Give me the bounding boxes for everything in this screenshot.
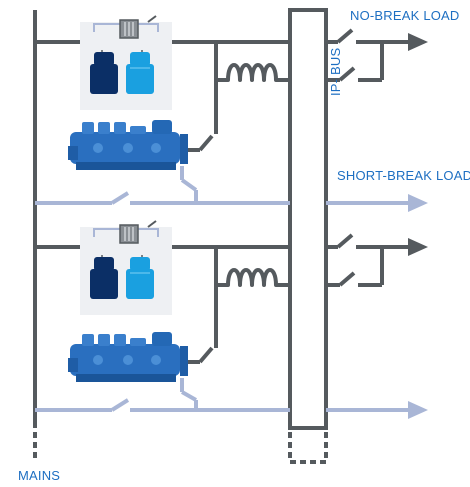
arrow-right-icon bbox=[408, 401, 428, 419]
arrow-right-icon bbox=[408, 33, 428, 51]
short-break-load-label: SHORT-BREAK LOAD bbox=[337, 168, 470, 183]
switch-icon bbox=[338, 271, 356, 287]
switch-icon bbox=[336, 28, 354, 44]
switch-icon bbox=[198, 134, 214, 152]
arrow-right-icon bbox=[408, 194, 428, 212]
ip-bus-label: IP- BUS bbox=[328, 47, 343, 96]
switch-icon bbox=[198, 346, 214, 364]
choke-inductor-icon bbox=[220, 63, 284, 82]
arrow-right-icon bbox=[408, 238, 428, 256]
flywheel-module-icon bbox=[79, 15, 173, 111]
no-break-load-label: NO-BREAK LOAD bbox=[350, 8, 460, 23]
switch-icon bbox=[336, 233, 354, 249]
switch-icon bbox=[338, 66, 356, 82]
choke-inductor-icon bbox=[220, 268, 284, 287]
ip-bus bbox=[288, 8, 328, 464]
flywheel-module-icon bbox=[79, 220, 173, 316]
unit-2 bbox=[35, 220, 428, 419]
mains-label: MAINS bbox=[18, 468, 61, 483]
unit-1 bbox=[35, 15, 428, 212]
diesel-engine-icon bbox=[68, 332, 188, 382]
diesel-engine-icon bbox=[68, 120, 188, 170]
